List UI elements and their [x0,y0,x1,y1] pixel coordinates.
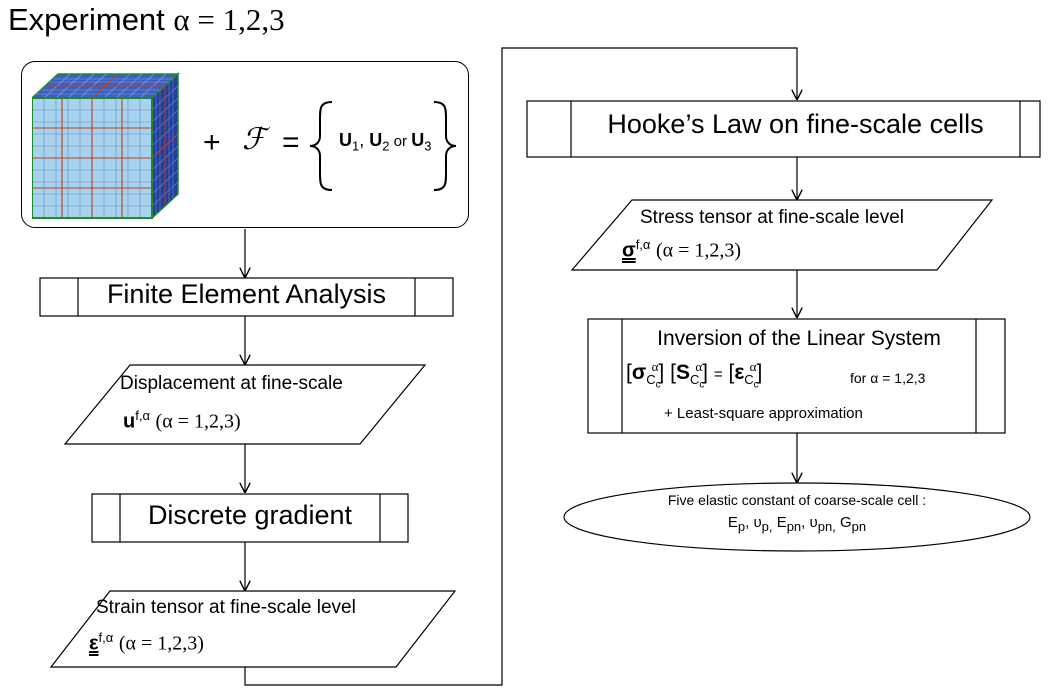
displacement-symbol: u [123,410,136,433]
title-prefix: Experiment [8,2,174,37]
process-box-inversion [587,318,1006,434]
result-constants: Ep, υp, Epn, υpn, Gpn [727,514,867,534]
inv-eps-subsub: c [753,379,759,391]
inversion-title: Inversion of the Linear System [657,327,941,350]
result-line1: Five elastic constant of coarse-scale ce… [667,492,927,508]
loading-set-symbol: ℱ [242,122,266,157]
displacement-formula: uf,α (α = 1,2,3) [123,408,241,434]
u2-symbol: U [369,130,383,150]
options-or: or [389,133,412,150]
stress-formula: σf,α (α = 1,2,3) [622,237,741,263]
strain-range: (α = 1,2,3) [118,632,204,655]
right-brace-icon [433,101,457,191]
inv-eps-sup: α [749,359,757,374]
plus-sign: + [203,126,221,159]
displacement-label: Displacement at fine-scale [120,373,343,394]
inv-s-symbol: S [675,361,690,384]
stress-label: Stress tensor at fine-scale level [640,207,905,228]
result-ep: E [727,514,738,531]
result-nup-sub: p, [761,519,773,534]
u2-subscript: 2 [382,138,390,154]
inv-sigma-sub: C [646,372,656,388]
u1-symbol: U [339,130,352,150]
inv-s-subsub: c [699,379,705,391]
connector-strain-to-hooke [244,47,797,686]
result-ep-sub: p [737,519,746,534]
strain-symbol: ε [89,632,99,655]
data-box-stress [570,199,994,271]
result-nupn-sub: pn, [817,519,836,534]
process-box-fea [39,277,454,317]
title-formula: α = 1,2,3 [173,2,285,37]
result-ellipse [563,482,1031,552]
displacement-options: U1, U2 or U3 [339,130,431,154]
inversion-equation: [σCcα] [SCcα] = [εCcα] [626,359,763,391]
fea-label: Finite Element Analysis [106,279,387,309]
mesh-cube-image [32,72,180,220]
result-gpn: G [839,514,852,531]
result-epn-sub: pn [786,519,802,534]
u3-subscript: 3 [424,138,432,154]
result-gpn-sub: pn [851,519,867,534]
inv-eps-sub: C [744,372,754,388]
inv-sigma-sup: α [651,359,659,374]
result-nup: υ [753,514,762,531]
strain-label: Strain tensor at fine-scale level [96,597,356,618]
gradient-label: Discrete gradient [147,500,353,530]
inv-s-sub: C [689,372,700,388]
displacement-range: (α = 1,2,3) [155,410,241,433]
process-box-gradient [91,493,409,543]
stress-superscript: f,α [635,237,651,252]
result-nupn: υ [809,514,818,531]
data-box-strain [49,590,457,668]
inv-equals: = [713,366,723,383]
displacement-superscript: f,α [135,408,150,423]
inv-eps-symbol: ε [734,361,745,384]
left-brace-icon [309,101,333,191]
inversion-note: + Least-square approximation [664,405,863,422]
inv-sigma-subsub: c [655,379,661,391]
stress-symbol: σ [622,239,636,262]
inv-sigma-symbol: σ [631,361,647,384]
strain-formula: εf,α (α = 1,2,3) [89,630,204,656]
options-comma: , [359,130,365,150]
process-box-hooke [526,100,1041,158]
equals-sign: = [282,126,300,159]
inversion-for-range: for α = 1,2,3 [850,370,926,386]
strain-superscript: f,α [98,630,114,645]
inv-s-sup: α [695,359,703,374]
data-box-displacement [63,364,427,445]
stress-range: (α = 1,2,3) [656,239,742,262]
u1-subscript: 1 [352,138,360,154]
result-epn: E [776,514,787,531]
page-title: Experiment α = 1,2,3 [8,2,285,38]
u3-symbol: U [411,130,425,150]
hooke-label: Hooke’s Law on fine-scale cells [607,109,984,139]
